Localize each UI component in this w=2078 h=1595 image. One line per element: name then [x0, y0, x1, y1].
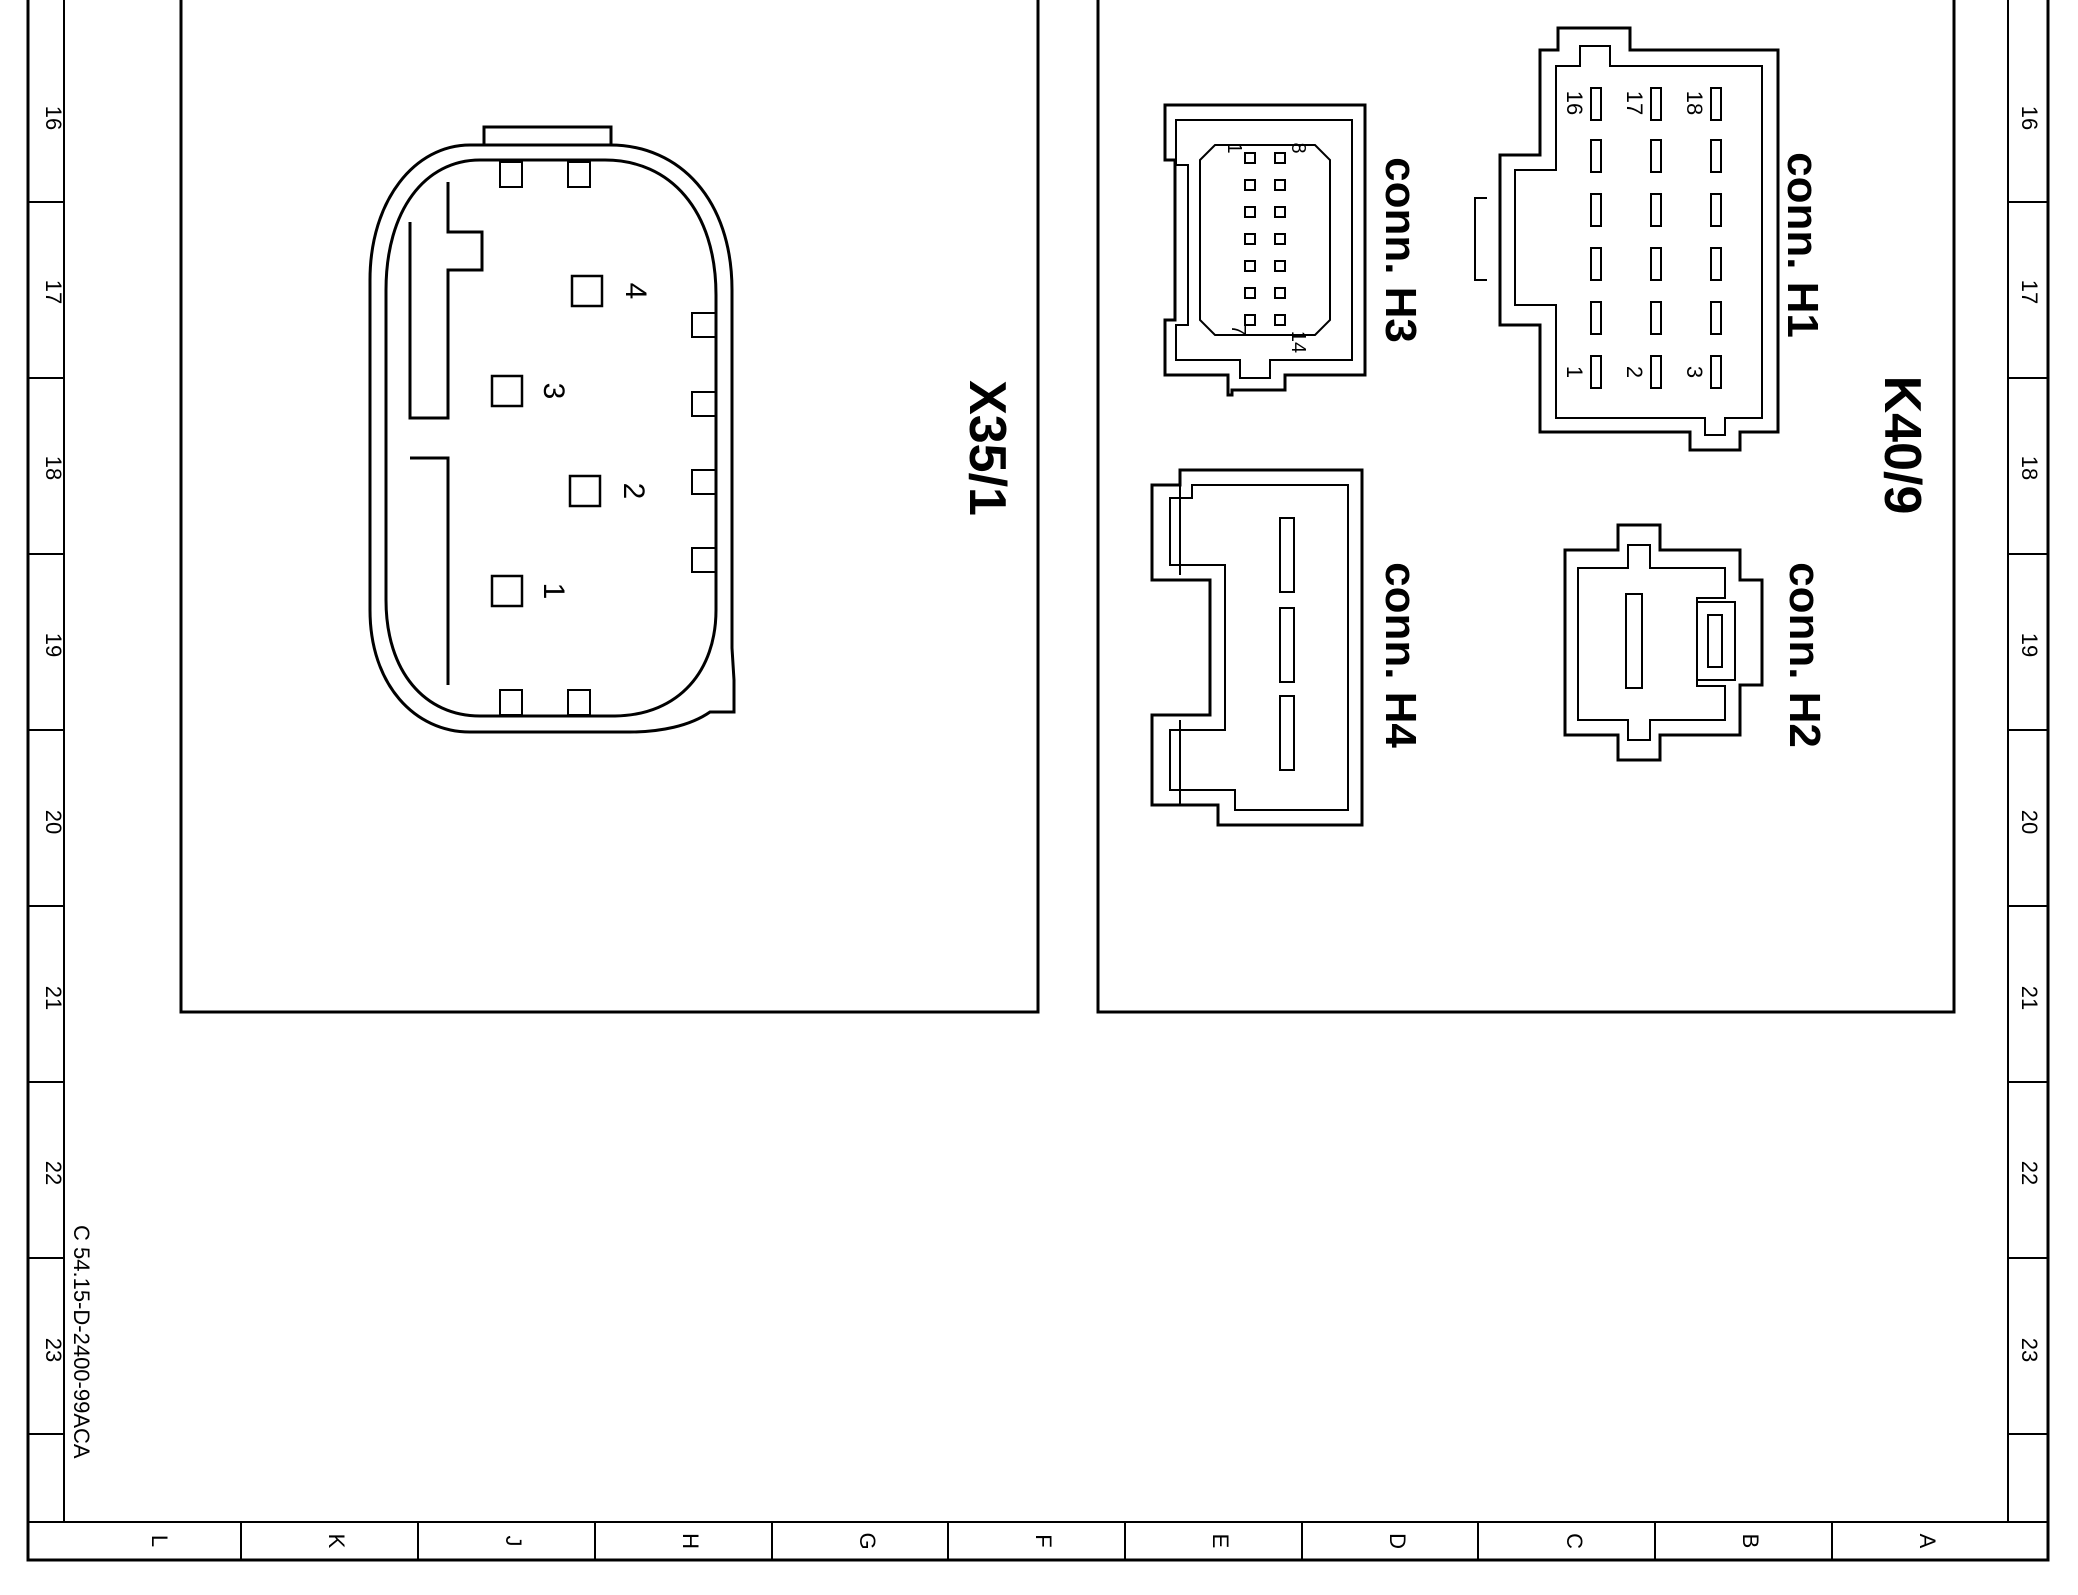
- conn-h3-housing-outer: [1163, 103, 1367, 397]
- row-label: 16: [41, 106, 66, 130]
- conn-h4-terminal: [1279, 695, 1295, 771]
- row-label: 22: [2017, 1161, 2042, 1185]
- column-label: A: [1915, 1534, 1940, 1549]
- conn-h1-pin-16-label: 16: [1562, 91, 1587, 115]
- conn-h1-pin-2-label: 2: [1622, 366, 1647, 378]
- x35-1-housing-outer: [368, 143, 736, 734]
- conn-h3-pin-grid: [1244, 152, 1286, 326]
- column-label: B: [1738, 1534, 1763, 1549]
- drawing-frame: 16 17 18 19 20 21 22 23 16 17 18 19 20 2…: [26, 0, 2050, 1562]
- conn-h3-label: conn. H3: [1376, 157, 1425, 343]
- k40-9-label: K40/9: [1873, 376, 1931, 515]
- column-label: J: [501, 1536, 526, 1547]
- x35-1-pin-1-label: 1: [537, 583, 570, 600]
- x35-1-panel-border: [179, 0, 1040, 1014]
- conn-h3-pin-14-label: 14: [1287, 331, 1309, 353]
- x35-1-pin-2-label: 2: [617, 483, 650, 500]
- right-row-labels: 16 17 18 19 20 21 22 23: [2017, 106, 2042, 1362]
- column-label: G: [855, 1532, 880, 1549]
- column-label: H: [678, 1533, 703, 1549]
- conn-h2-label: conn. H2: [1780, 562, 1829, 748]
- x35-1-housing-inner: [384, 158, 718, 718]
- conn-h1-pin-1-label: 1: [1562, 366, 1587, 378]
- column-label: D: [1385, 1533, 1410, 1549]
- row-label: 17: [2017, 280, 2042, 304]
- column-label: K: [324, 1534, 349, 1549]
- row-label: 22: [41, 1161, 66, 1185]
- x35-1-pin-3-label: 3: [537, 383, 570, 400]
- drawing-code: C 54.15-D-2400-99ACA: [69, 1225, 94, 1459]
- x35-1-label: X35/1: [958, 380, 1016, 516]
- x35-1-pin-2-cavity: [568, 474, 602, 508]
- row-label: 21: [2017, 986, 2042, 1010]
- conn-h1-pin-grid: [1590, 87, 1722, 389]
- row-label: 21: [41, 986, 66, 1010]
- k40-9-panel-border: [1096, 0, 1956, 1014]
- row-label: 18: [2017, 456, 2042, 480]
- row-label: 19: [2017, 633, 2042, 657]
- k40-9-panel: K40/9 1 7 8 14 conn. H3: [1096, 0, 1956, 1014]
- row-label: 19: [41, 633, 66, 657]
- row-label: 16: [2017, 106, 2042, 130]
- column-label: E: [1208, 1534, 1233, 1549]
- conn-h1-pin-17-label: 17: [1622, 91, 1647, 115]
- column-label: C: [1562, 1533, 1587, 1549]
- row-label: 23: [2017, 1338, 2042, 1362]
- conn-h3: 1 7 8 14 conn. H3: [1163, 103, 1425, 397]
- x35-1-pin-4-label: 4: [619, 283, 652, 300]
- column-label: F: [1031, 1534, 1056, 1547]
- column-label: L: [147, 1535, 172, 1547]
- row-label: 18: [41, 456, 66, 480]
- bottom-ruler-ticks: [240, 1522, 1833, 1560]
- bottom-column-labels: L K J H G F E D C B A: [147, 1532, 1940, 1549]
- conn-h4-label: conn. H4: [1376, 562, 1425, 748]
- conn-h1-pin-3-label: 3: [1682, 366, 1707, 378]
- conn-h1-pin-18-label: 18: [1682, 91, 1707, 115]
- conn-h4-housing-outer: [1150, 468, 1364, 827]
- conn-h4-terminal: [1279, 517, 1295, 593]
- conn-h3-pin-8-label: 8: [1287, 142, 1309, 153]
- conn-h2-terminal: [1625, 593, 1643, 689]
- conn-h1: 1 2 3 16 17 18 conn. H1: [1474, 26, 1827, 452]
- left-row-labels: 16 17 18 19 20 21 22 23: [41, 106, 66, 1362]
- outer-border: [26, 0, 2050, 1562]
- conn-h4-terminal: [1279, 607, 1295, 683]
- row-label: 20: [41, 810, 66, 834]
- row-label: 23: [41, 1338, 66, 1362]
- x35-1-connector: 1 2 3 4: [368, 125, 736, 734]
- x35-1-pin-1-cavity: [490, 574, 524, 608]
- x35-1-pin-4-cavity: [570, 274, 604, 308]
- conn-h1-housing-outer: [1498, 26, 1780, 452]
- left-ruler-ticks: [28, 201, 64, 1435]
- row-label: 20: [2017, 810, 2042, 834]
- conn-h2: conn. H2: [1563, 523, 1829, 762]
- conn-h2-housing-outer: [1563, 523, 1764, 762]
- x35-1-panel: X35/1 1 2 3: [179, 0, 1040, 1014]
- row-label: 17: [41, 280, 66, 304]
- conn-h3-pin-7-label: 7: [1227, 324, 1249, 335]
- conn-h1-label: conn. H1: [1778, 152, 1827, 338]
- conn-h4: conn. H4: [1150, 468, 1425, 827]
- right-ruler-ticks: [2008, 201, 2048, 1435]
- x35-1-pin-3-cavity: [490, 374, 524, 408]
- conn-h3-pin-1-label: 1: [1223, 142, 1245, 153]
